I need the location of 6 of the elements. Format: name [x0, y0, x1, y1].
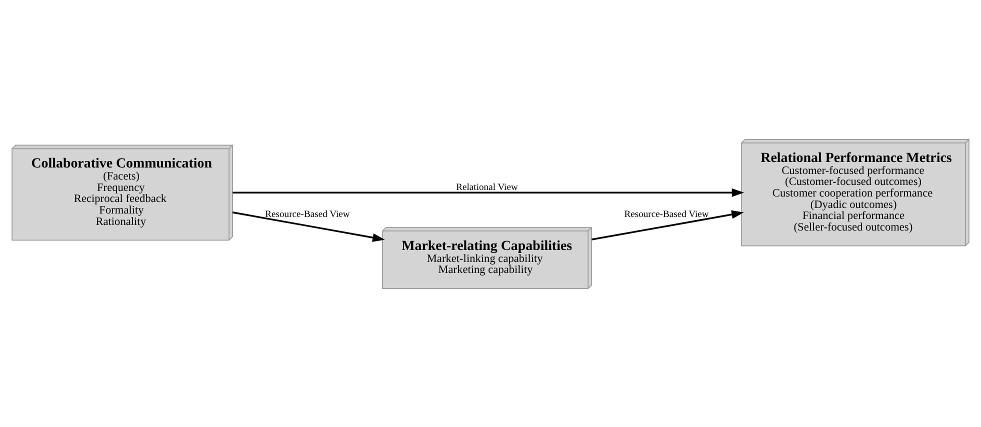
- arrow: [592, 210, 744, 240]
- edge-label: Resource-Based View: [265, 208, 350, 220]
- arrow: [232, 210, 385, 242]
- edge-label: Relational View: [456, 181, 518, 192]
- arrow: [232, 188, 744, 196]
- edge-label: Resource-Based View: [624, 208, 709, 220]
